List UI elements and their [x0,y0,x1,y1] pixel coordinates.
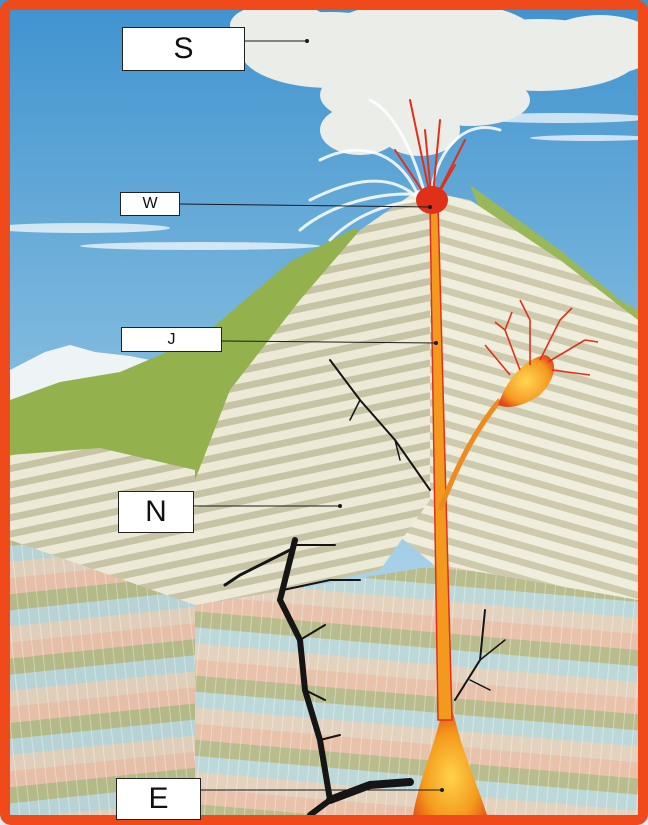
left-block-top [10,448,195,605]
underground-strata-left [10,540,195,825]
label-W: W [120,192,180,216]
leader-line-W [179,203,431,208]
cone-left-face [195,190,430,610]
dikes [223,359,506,818]
branch-conduit [437,398,502,511]
thin-clouds [0,113,648,250]
underground-strata-right [195,565,638,825]
label-E: E [116,778,201,820]
leader-lines [179,40,442,791]
label-J: J [121,327,222,352]
main-conduit [429,204,453,721]
label-N: N [118,491,194,533]
sill-intrusion [484,299,599,407]
label-S: S [122,27,245,71]
leader-dots [305,39,444,792]
magma-chamber [412,705,490,825]
leader-line-J [221,340,437,344]
ash-cloud [230,0,648,156]
